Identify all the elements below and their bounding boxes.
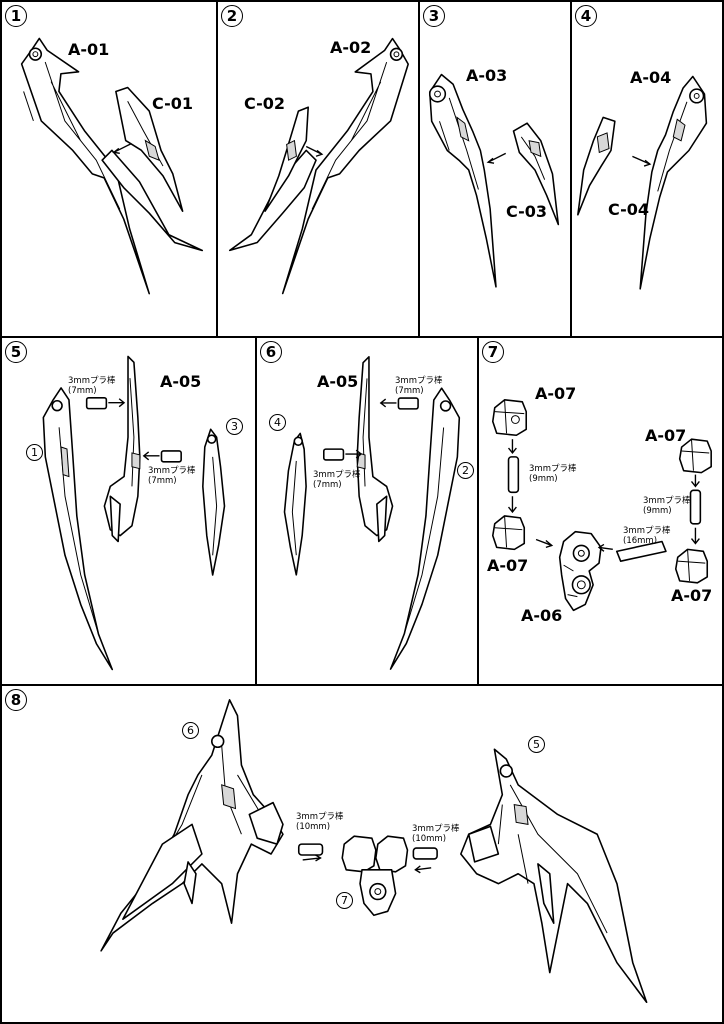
step-panel-8: 8 6 5 7 3mmプラ棒 (10mm) 3mmプラ棒 (10mm) [0, 684, 724, 1024]
part-label: A-02 [330, 38, 372, 57]
reference-step-marker: 6 [182, 722, 199, 739]
rod-spec-note: 3mmプラ棒 (7mm) [68, 376, 116, 396]
part-label: A-07 [645, 426, 687, 445]
step-panel-4: 4 A-04 C-04 [570, 0, 724, 338]
part-label: C-03 [506, 202, 548, 221]
step-number: 6 [260, 341, 282, 363]
part-label: A-03 [466, 66, 508, 85]
final-assembly-illustration [100, 699, 648, 1004]
step-number: 7 [482, 341, 504, 363]
wing-part-illustration [577, 75, 708, 290]
part-label: A-01 [68, 40, 110, 59]
reference-step-marker: 3 [226, 418, 243, 435]
rod-spec-note: 3mmプラ棒 (16mm) [623, 526, 671, 546]
step-number: 4 [575, 5, 597, 27]
step-number: 3 [423, 5, 445, 27]
wing-assembly-illustration [283, 356, 461, 670]
wing-assembly-illustration [42, 355, 226, 671]
part-label: A-07 [535, 384, 577, 403]
step-panel-7: 7 A-07 A-07 A-07 A-07 A-06 3mmプラ棒 (9mm) … [477, 336, 724, 686]
rod-spec-note: 3mmプラ棒 (10mm) [296, 812, 344, 832]
reference-step-marker: 1 [26, 444, 43, 461]
part-label: A-06 [521, 606, 563, 625]
wing-part-illustration [228, 37, 409, 295]
joint-assembly-illustration [491, 399, 712, 612]
step-panel-1: 1 A-01 C-01 [0, 0, 218, 338]
rod-spec-note: 3mmプラ棒 (9mm) [643, 496, 691, 516]
part-label: C-04 [608, 200, 650, 219]
wing-part-illustration [20, 37, 204, 295]
rod-spec-note: 3mmプラ棒 (9mm) [529, 464, 577, 484]
reference-step-marker: 5 [528, 736, 545, 753]
reference-step-marker: 7 [336, 892, 353, 909]
reference-step-marker: 4 [269, 414, 286, 431]
step-number: 1 [5, 5, 27, 27]
rod-spec-note: 3mmプラ棒 (7mm) [395, 376, 443, 396]
wing-part-illustration [428, 73, 560, 288]
rod-spec-note: 3mmプラ棒 (7mm) [313, 470, 361, 490]
step-number: 5 [5, 341, 27, 363]
part-label: A-07 [487, 556, 529, 575]
part-label: C-01 [152, 94, 194, 113]
step-panel-2: 2 A-02 C-02 [216, 0, 420, 338]
step-number: 8 [5, 689, 27, 711]
step-panel-3: 3 A-03 C-03 [418, 0, 572, 338]
part-label: A-05 [160, 372, 202, 391]
step-number: 2 [221, 5, 243, 27]
reference-step-marker: 2 [457, 462, 474, 479]
step-panel-5: 5 A-05 1 3 3mmプラ棒 (7mm) 3mmプラ棒 (7mm) [0, 336, 257, 686]
rod-spec-note: 3mmプラ棒 (10mm) [412, 824, 460, 844]
part-label: C-02 [244, 94, 286, 113]
part-label: A-07 [671, 586, 713, 605]
rod-spec-note: 3mmプラ棒 (7mm) [148, 466, 196, 486]
part-label: A-05 [317, 372, 359, 391]
part-label: A-04 [630, 68, 672, 87]
step-panel-6: 6 A-05 4 2 3mmプラ棒 (7mm) 3mmプラ棒 (7mm) [255, 336, 479, 686]
